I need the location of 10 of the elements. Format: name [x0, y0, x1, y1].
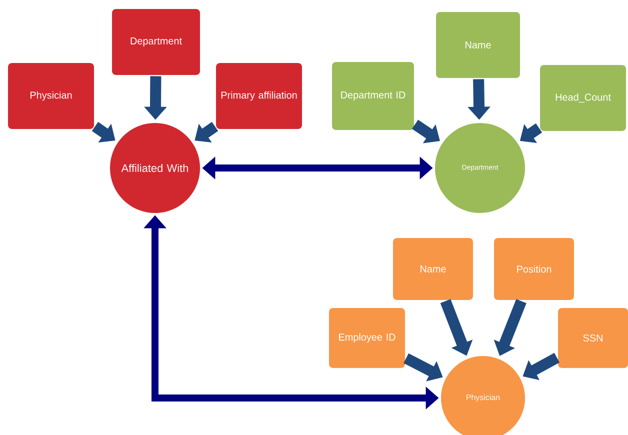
attribute-box: SSN — [558, 308, 628, 368]
attribute-box: Name — [393, 238, 473, 300]
attribute-box: Name — [436, 12, 520, 78]
attribute-box: Primary affiliation — [216, 63, 302, 129]
attribute-box: Head_Count — [540, 65, 626, 131]
attribute-box: Department — [112, 9, 200, 75]
attribute-box: Employee ID — [329, 308, 405, 368]
attribute-box: Position — [494, 238, 574, 300]
attribute-box: Department ID — [332, 62, 414, 130]
attribute-box: Physician — [8, 63, 94, 129]
